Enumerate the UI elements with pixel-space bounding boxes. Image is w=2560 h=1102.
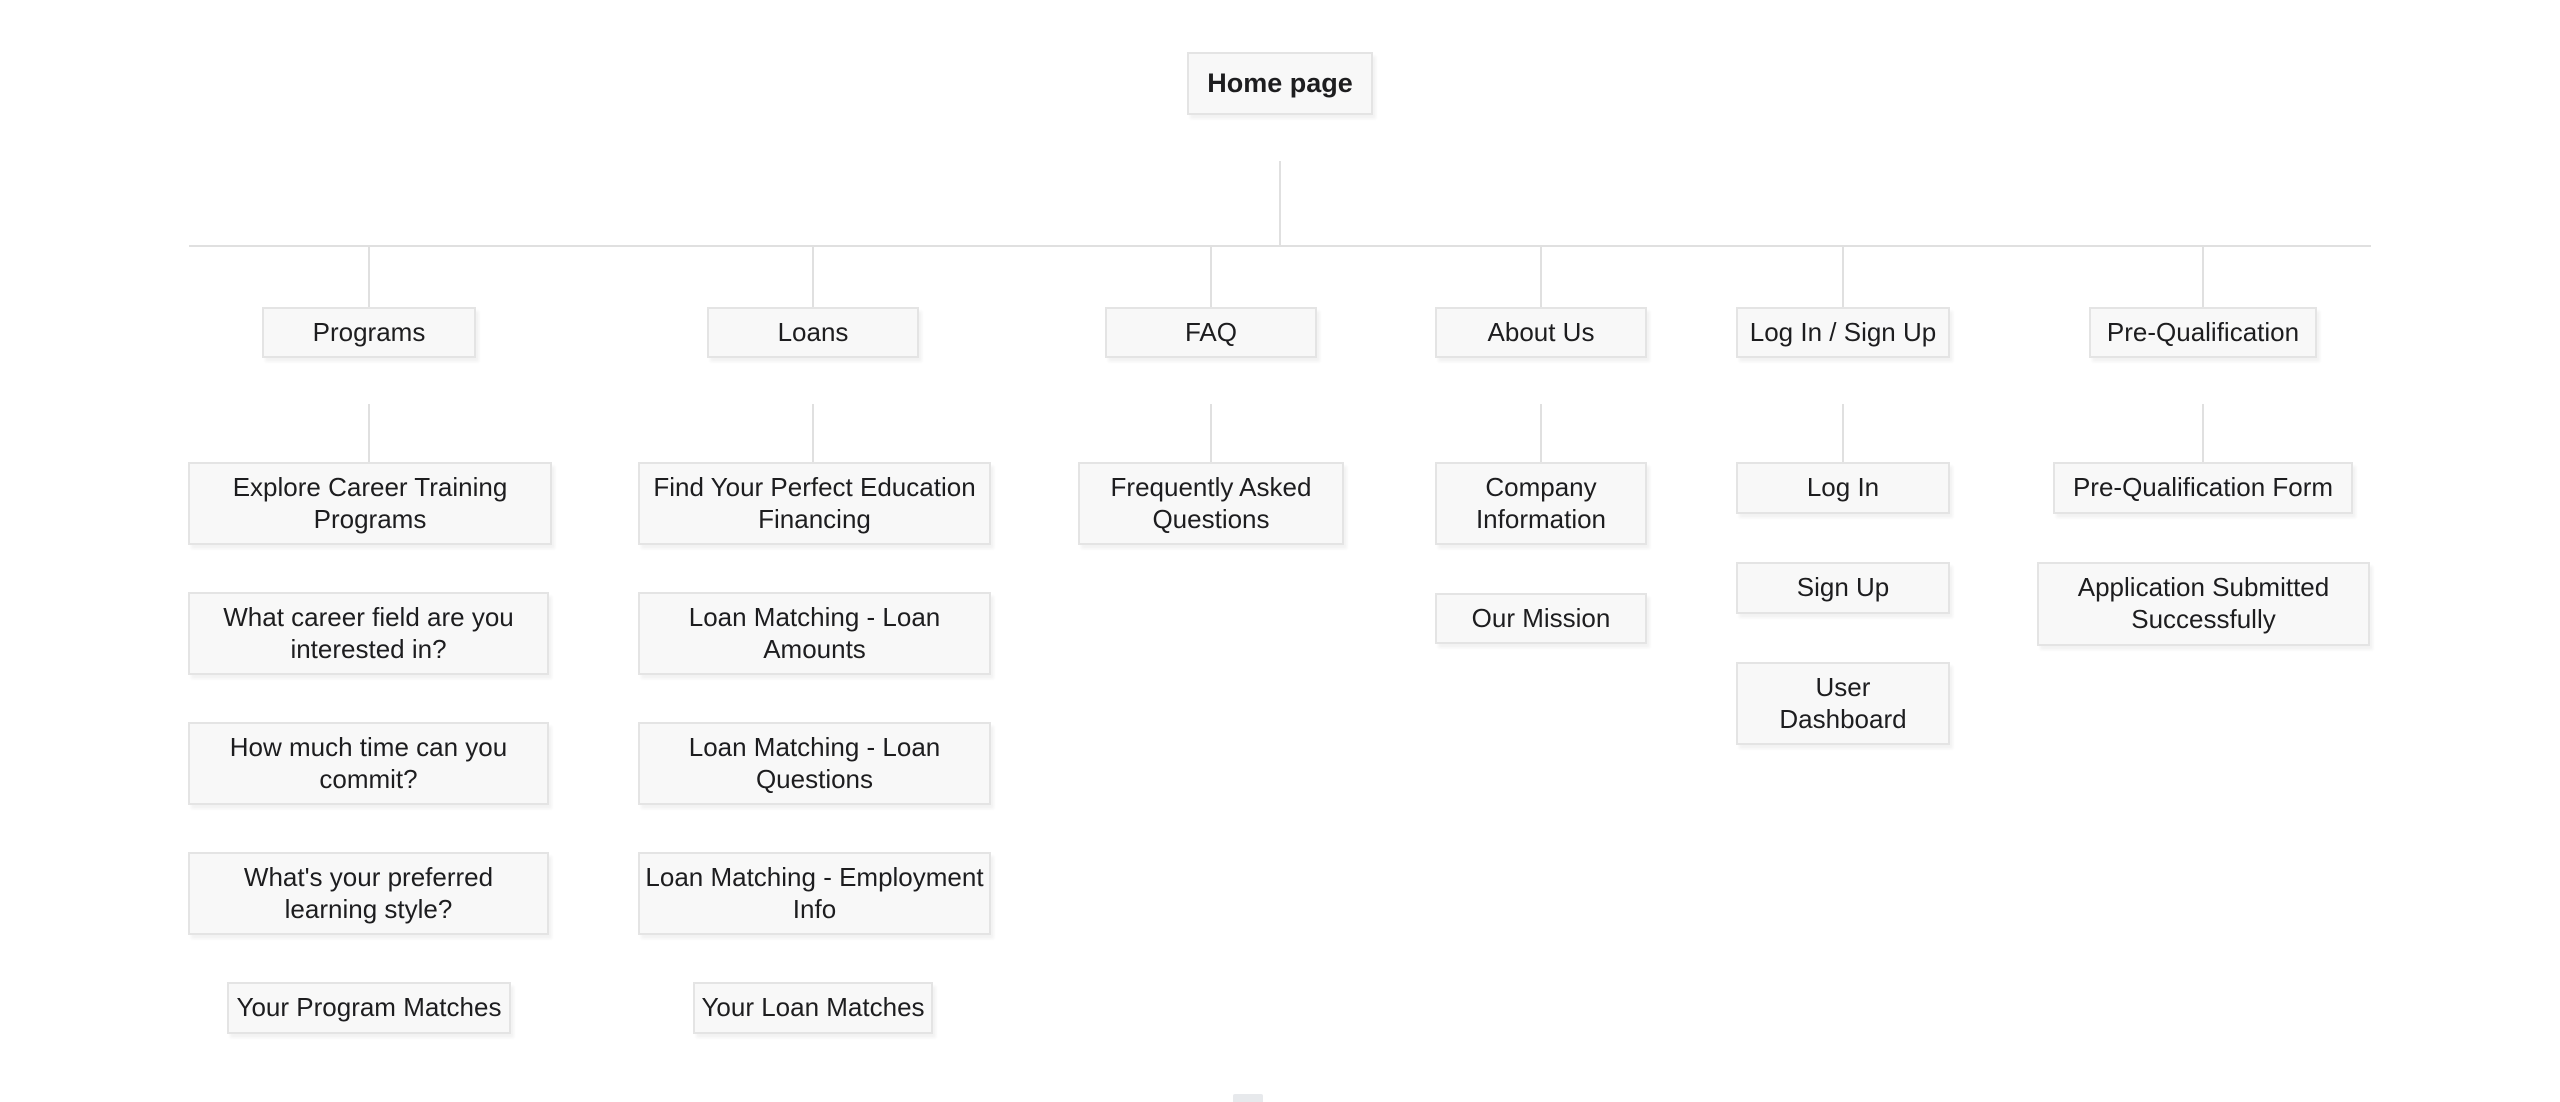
connector-section-to-child-1 [812, 404, 814, 462]
connector-trunk [189, 245, 2371, 247]
node-explore[interactable]: Explore Career Training Programs [188, 462, 552, 545]
connector-trunk-to-section-0 [368, 246, 370, 307]
connector-section-to-child-2 [1210, 404, 1212, 462]
node-log-in[interactable]: Log In [1736, 462, 1950, 514]
node-about[interactable]: About Us [1435, 307, 1647, 358]
connector-trunk-to-section-1 [812, 246, 814, 307]
node-loan-amounts[interactable]: Loan Matching - Loan Amounts [638, 592, 991, 675]
node-learning-style[interactable]: What's your preferred learning style? [188, 852, 549, 935]
connector-section-to-child-3 [1540, 404, 1542, 462]
node-login[interactable]: Log In / Sign Up [1736, 307, 1950, 358]
connector-root-drop [1279, 161, 1281, 246]
node-sign-up[interactable]: Sign Up [1736, 562, 1950, 614]
node-faq-page[interactable]: Frequently Asked Questions [1078, 462, 1344, 545]
connector-section-to-child-5 [2202, 404, 2204, 462]
node-loans[interactable]: Loans [707, 307, 919, 358]
connector-section-to-child-4 [1842, 404, 1844, 462]
node-app-submitted[interactable]: Application Submitted Successfully [2037, 562, 2370, 646]
node-company-info[interactable]: Company Information [1435, 462, 1647, 545]
node-program-matches[interactable]: Your Program Matches [227, 982, 511, 1034]
node-user-dashboard[interactable]: User Dashboard [1736, 662, 1950, 745]
node-find-financing[interactable]: Find Your Perfect Education Financing [638, 462, 991, 545]
connector-trunk-to-section-2 [1210, 246, 1212, 307]
node-home[interactable]: Home page [1187, 52, 1373, 115]
node-prequal[interactable]: Pre-Qualification [2089, 307, 2317, 358]
connector-trunk-to-section-5 [2202, 246, 2204, 307]
connector-trunk-to-section-3 [1540, 246, 1542, 307]
node-prequal-form[interactable]: Pre-Qualification Form [2053, 462, 2353, 514]
cutoff-watermark [1233, 1094, 1263, 1102]
node-loan-matches[interactable]: Your Loan Matches [693, 982, 933, 1034]
node-employment-info[interactable]: Loan Matching - Employment Info [638, 852, 991, 935]
node-time-commit[interactable]: How much time can you commit? [188, 722, 549, 805]
node-loan-questions[interactable]: Loan Matching - Loan Questions [638, 722, 991, 805]
connector-section-to-child-0 [368, 404, 370, 462]
node-programs[interactable]: Programs [262, 307, 476, 358]
connector-trunk-to-section-4 [1842, 246, 1844, 307]
node-our-mission[interactable]: Our Mission [1435, 593, 1647, 644]
node-faq[interactable]: FAQ [1105, 307, 1317, 358]
node-career-field[interactable]: What career field are you interested in? [188, 592, 549, 675]
